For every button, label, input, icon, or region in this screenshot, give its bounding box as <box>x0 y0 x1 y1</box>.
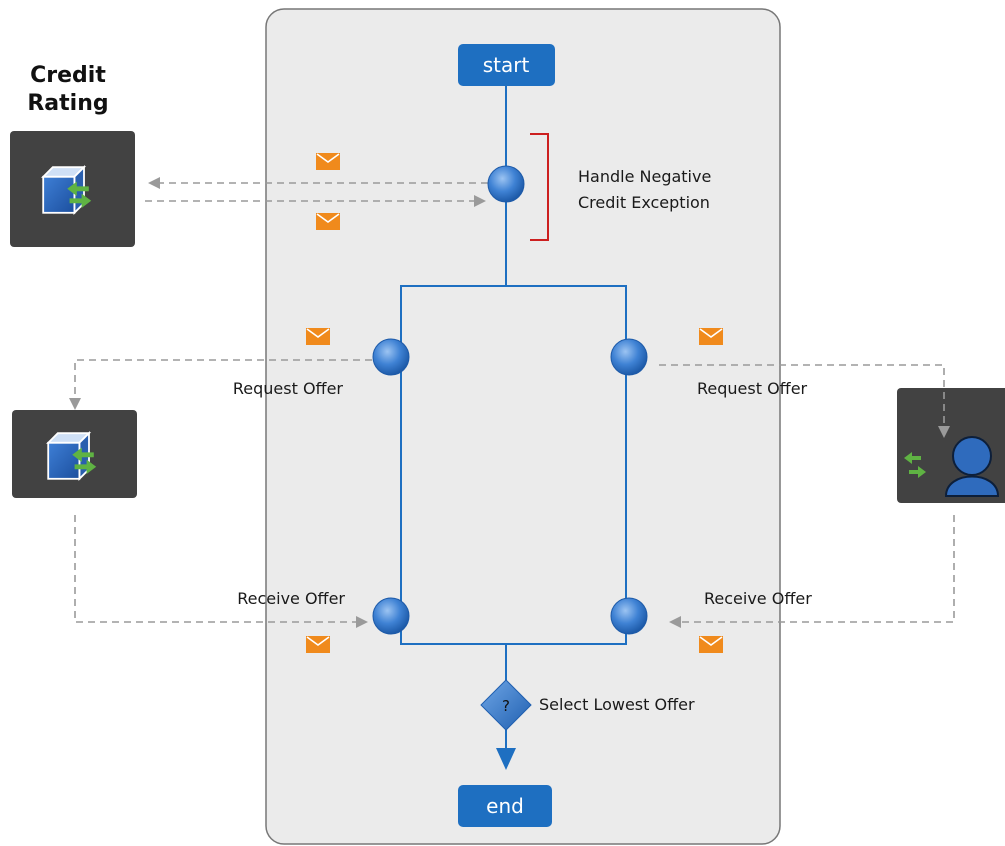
end-event[interactable]: end <box>458 785 552 827</box>
request-offer-left-label: Request Offer <box>233 379 344 398</box>
start-label: start <box>483 53 530 77</box>
receive-offer-left-label: Receive Offer <box>237 589 345 608</box>
partner-title-line1: Credit <box>30 63 106 88</box>
receive-offer-right-node[interactable] <box>610 597 648 635</box>
decision-label: Select Lowest Offer <box>539 695 695 714</box>
envelope-icon <box>305 327 331 346</box>
partner-title-line2: Rating <box>27 91 108 116</box>
envelope-icon <box>698 327 724 346</box>
credit-check-node[interactable] <box>487 165 525 203</box>
user-icon <box>904 436 1000 497</box>
envelope-icon <box>698 635 724 654</box>
request-offer-left-node[interactable] <box>372 338 410 376</box>
start-event[interactable]: start <box>458 44 555 86</box>
request-offer-right-node[interactable] <box>610 338 648 376</box>
end-label: end <box>486 794 524 818</box>
process-pool <box>265 8 781 845</box>
human-partner[interactable] <box>897 388 1005 503</box>
receive-offer-right-label: Receive Offer <box>704 589 812 608</box>
handle-exception-label-line1: Handle Negative <box>578 167 711 186</box>
service-cube-icon <box>47 432 98 480</box>
decision-symbol: ? <box>502 697 510 715</box>
message-flows <box>69 177 955 628</box>
envelope-icon <box>305 635 331 654</box>
service-cube-icon <box>42 166 93 214</box>
handle-exception-label-line2: Credit Exception <box>578 193 710 212</box>
bank-service[interactable] <box>12 410 137 498</box>
envelope-icon <box>315 152 341 171</box>
receive-offer-left-node[interactable] <box>372 597 410 635</box>
flow-arrowhead <box>496 748 516 770</box>
select-lowest-offer-gateway[interactable]: ? <box>480 679 532 731</box>
credit-rating-service[interactable] <box>10 131 135 247</box>
exception-scope-bracket <box>530 133 549 241</box>
request-offer-right-label: Request Offer <box>697 379 808 398</box>
envelope-icon <box>315 212 341 231</box>
